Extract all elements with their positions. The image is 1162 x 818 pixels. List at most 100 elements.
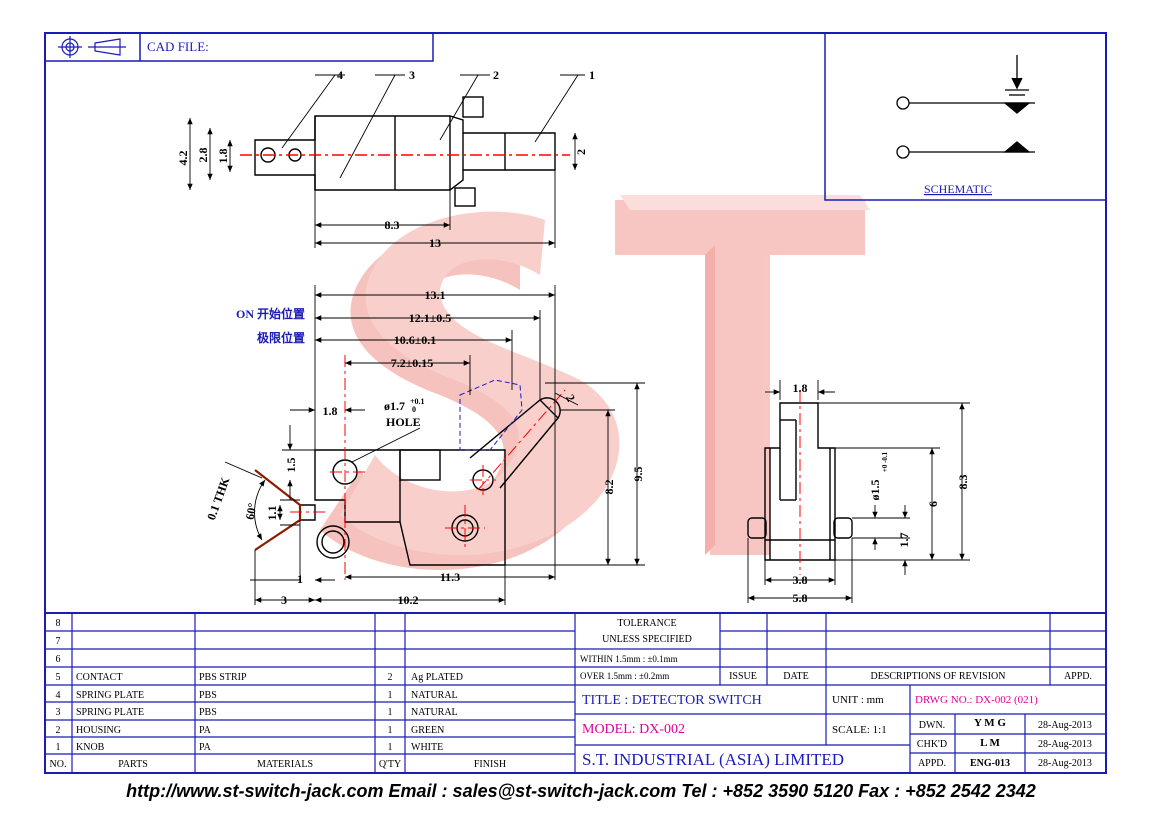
dim-1-8-front: 1.8 xyxy=(323,404,338,418)
dwn-date: 28-Aug-2013 xyxy=(1038,720,1092,731)
dim-13: 13 xyxy=(429,236,441,250)
parts-cell-finish: Ag PLATED xyxy=(411,672,463,683)
dim-11-3: 11.3 xyxy=(440,570,460,584)
pin-diameter: ø1.5 xyxy=(868,480,882,501)
parts-cell-qty: 2 xyxy=(388,672,393,683)
appd-label: APPD. xyxy=(918,758,946,769)
parts-cell-no: 5 xyxy=(56,672,61,683)
dim-3: 3 xyxy=(281,593,287,607)
appd-name: ENG-013 xyxy=(970,758,1010,769)
parts-cell-material: PA xyxy=(199,725,212,736)
model-number: MODEL: DX-002 xyxy=(582,722,685,737)
parts-cell-material: PBS xyxy=(199,690,217,701)
parts-cell-material: PBS STRIP xyxy=(199,672,247,683)
parts-cell-part: CONTACT xyxy=(76,672,122,683)
st-watermark xyxy=(320,195,870,571)
parts-cell-no: 6 xyxy=(56,654,61,665)
parts-cell-no: 2 xyxy=(56,725,61,736)
hole-tol-up: +0.1 xyxy=(410,397,425,406)
pin-tolerance: +0 -0.1 xyxy=(881,451,889,472)
unless-specified: UNLESS SPECIFIED xyxy=(602,634,692,645)
dim-thk: 0.1 THK xyxy=(204,475,233,522)
projection-symbol-icon xyxy=(58,36,126,58)
tolerance-within: WITHIN 1.5mm : ±0.1mm xyxy=(580,654,678,664)
hole-diameter: ø1.7 xyxy=(384,399,405,413)
limit-position-label: 极限位置 xyxy=(257,330,305,345)
chkd-name: L M xyxy=(980,737,1000,749)
date-header: DATE xyxy=(783,671,809,682)
parts-cell-finish: GREEN xyxy=(411,725,444,736)
chkd-date: 28-Aug-2013 xyxy=(1038,739,1092,750)
tolerance-title: TOLERANCE xyxy=(617,618,676,629)
parts-cell-no: 7 xyxy=(56,636,61,647)
parts-cell-material: PA xyxy=(199,742,212,753)
parts-cell-qty: 1 xyxy=(388,725,393,736)
dim-7-2: 7.2±0.15 xyxy=(391,356,434,370)
parts-cell-no: 8 xyxy=(56,618,61,629)
dim-10-6: 10.6±0.1 xyxy=(394,333,437,347)
dim-4-2: 4.2 xyxy=(176,151,190,166)
callout-3: 3 xyxy=(409,68,415,82)
company-name: S.T. INDUSTRIAL (ASIA) LIMITED xyxy=(582,750,844,769)
schematic-box xyxy=(824,32,1107,201)
parts-cell-qty: 1 xyxy=(388,742,393,753)
schematic-symbol-icon xyxy=(896,55,1035,159)
hole-tol-dn: 0 xyxy=(412,405,416,414)
title-block-grid xyxy=(45,612,1106,773)
dim-1-8: 1.8 xyxy=(216,149,230,164)
dim-13-1: 13.1 xyxy=(425,288,446,302)
tolerance-over: OVER 1.5mm : ±0.2mm xyxy=(580,671,669,681)
parts-cell-part: KNOB xyxy=(76,742,105,753)
parts-cell-material: PBS xyxy=(199,707,217,718)
dim-9-5: 9.5 xyxy=(631,467,645,482)
descriptions-header: DESCRIPTIONS OF REVISION xyxy=(870,671,1005,682)
callout-2: 2 xyxy=(493,68,499,82)
dwn-label: DWN. xyxy=(919,720,945,731)
side-view-dimensions xyxy=(747,380,970,603)
appd-header: APPD. xyxy=(1064,671,1092,682)
parts-cell-finish: NATURAL xyxy=(411,690,458,701)
parts-cell-finish: NATURAL xyxy=(411,707,458,718)
dim-1-5: 1.5 xyxy=(284,458,298,473)
unit-label: UNIT : mm xyxy=(832,694,884,706)
parts-cell-part: SPRING PLATE xyxy=(76,707,144,718)
issue-header: ISSUE xyxy=(729,671,757,682)
col-finish: FINISH xyxy=(474,759,506,770)
dim-1-8-side: 1.8 xyxy=(793,381,808,395)
col-no: NO. xyxy=(50,759,67,770)
cad-file-label: CAD FILE: xyxy=(147,39,209,54)
parts-cell-part: HOUSING xyxy=(76,725,121,736)
parts-cell-no: 3 xyxy=(56,707,61,718)
drawing-number: DRWG NO.: DX-002 (021) xyxy=(915,694,1038,706)
drawing-title: TITLE : DETECTOR SWITCH xyxy=(582,693,762,708)
dim-2-8: 2.8 xyxy=(196,148,210,163)
dim-1-1: 1.1 xyxy=(265,506,279,521)
dim-8-2: 8.2 xyxy=(602,480,616,495)
dim-8-3-side: 8.3 xyxy=(956,475,970,490)
top-view xyxy=(240,96,570,207)
parts-cell-qty: 1 xyxy=(388,707,393,718)
col-parts: PARTS xyxy=(118,759,148,770)
dim-6: 6 xyxy=(926,501,940,507)
schematic-label: SCHEMATIC xyxy=(924,182,992,196)
cad-file-box xyxy=(44,32,434,62)
hole-label: HOLE xyxy=(386,415,421,429)
parts-cell-no: 4 xyxy=(56,690,61,701)
dim-angle: 60° xyxy=(243,502,260,521)
parts-cell-qty: 1 xyxy=(388,690,393,701)
front-view-dimensions xyxy=(224,285,645,605)
dim-3-8: 3.8 xyxy=(793,573,808,587)
col-materials: MATERIALS xyxy=(257,759,313,770)
dwn-name: Y M G xyxy=(974,717,1006,729)
dim-10-2: 10.2 xyxy=(398,593,419,607)
dim-1: 1 xyxy=(297,572,303,586)
parts-cell-part: SPRING PLATE xyxy=(76,690,144,701)
callout-1: 1 xyxy=(589,68,595,82)
top-view-dimensions xyxy=(187,74,579,248)
contact-footer: http://www.st-switch-jack.com Email : sa… xyxy=(126,781,1036,801)
parts-cell-finish: WHITE xyxy=(411,742,443,753)
scale-label: SCALE: 1:1 xyxy=(832,724,887,736)
dim-5-8: 5.8 xyxy=(793,591,808,605)
